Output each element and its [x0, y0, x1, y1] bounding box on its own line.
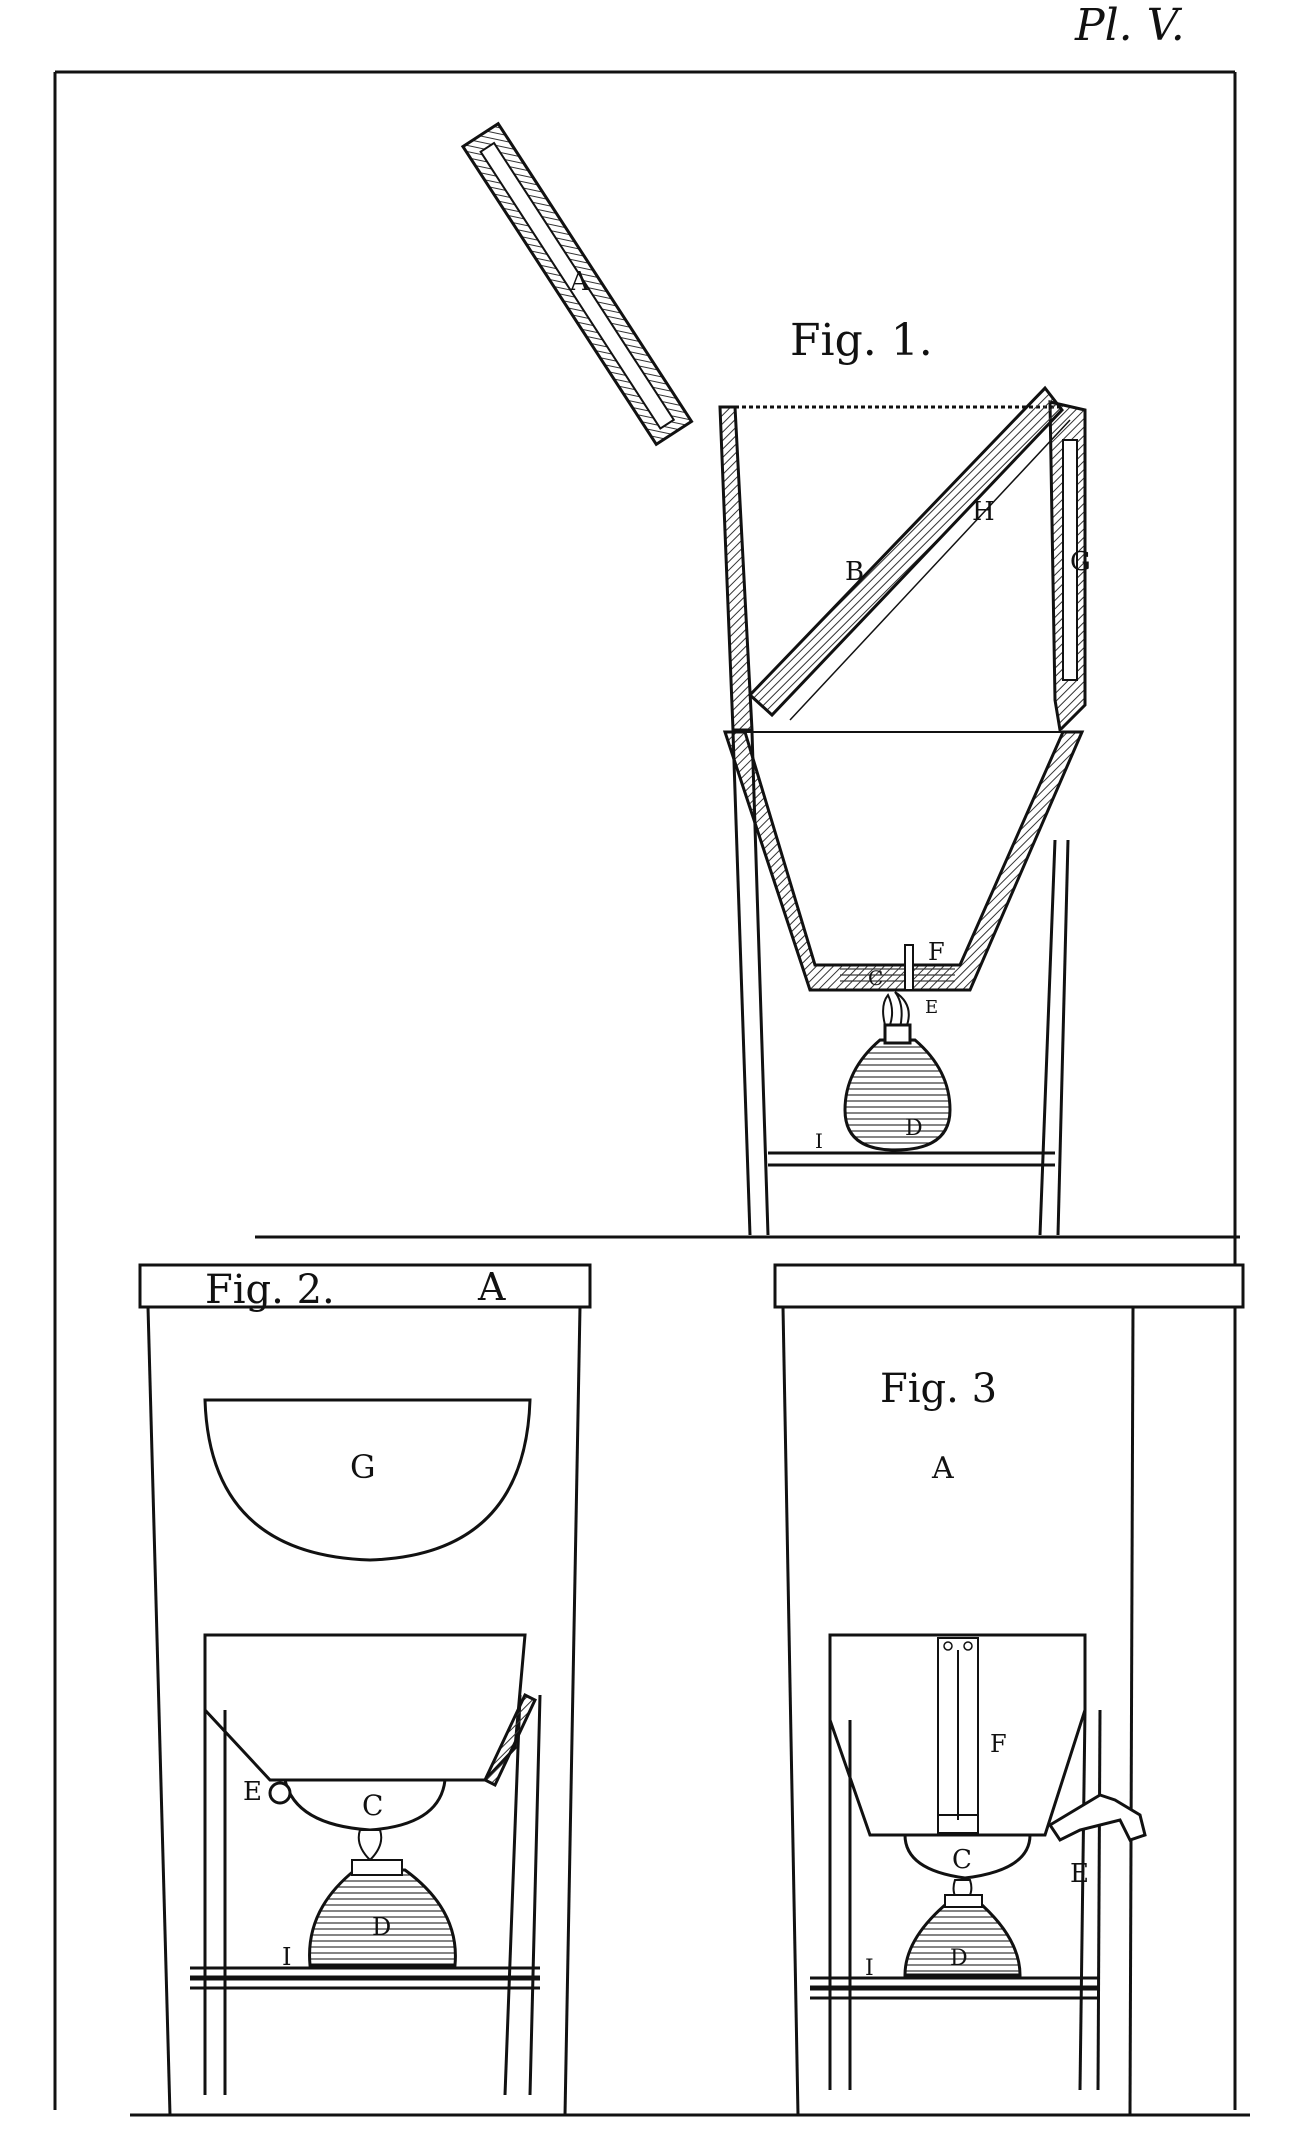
fig2-label-c: C — [362, 1789, 383, 1822]
fig2-label-i: I — [282, 1943, 291, 1971]
fig1-title: Fig. 1. — [790, 315, 933, 366]
fig2-drawing — [138, 1263, 592, 2116]
fig2-label-g: G — [350, 1448, 376, 1486]
fig2-title: Fig. 2. — [205, 1267, 335, 1313]
fig1-lid — [460, 121, 694, 447]
fig3-label-d: D — [950, 1946, 968, 1971]
fig3-drawing — [773, 1263, 1245, 2116]
fig1-label-a: A — [569, 267, 590, 297]
fig3-label-c: C — [952, 1845, 972, 1875]
fig2-label-e: E — [243, 1777, 262, 1807]
fig1-label-f: F — [928, 938, 945, 966]
fig1-label-e: E — [925, 997, 938, 1018]
fig1-drawing — [460, 121, 1087, 1236]
fig1-label-c: C — [868, 966, 883, 990]
plate-frame — [53, 70, 1250, 2117]
fig3-label-i: I — [865, 1956, 874, 1981]
fig3-title: Fig. 3 — [880, 1366, 997, 1412]
fig2-label-a: A — [477, 1265, 506, 1309]
fig2-label-d: D — [372, 1913, 391, 1941]
fig1-label-d: D — [905, 1116, 923, 1141]
plate-number: Pl. V. — [1074, 0, 1185, 51]
fig3-label-f: F — [990, 1730, 1007, 1758]
fig3-label-e: E — [1070, 1859, 1089, 1889]
fig1-label-g: G — [1070, 547, 1091, 577]
fig1-label-i: I — [815, 1129, 823, 1153]
fig3-label-a: A — [931, 1451, 954, 1486]
fig1-label-h: H — [972, 497, 995, 527]
fig1-label-b: B — [845, 557, 864, 587]
